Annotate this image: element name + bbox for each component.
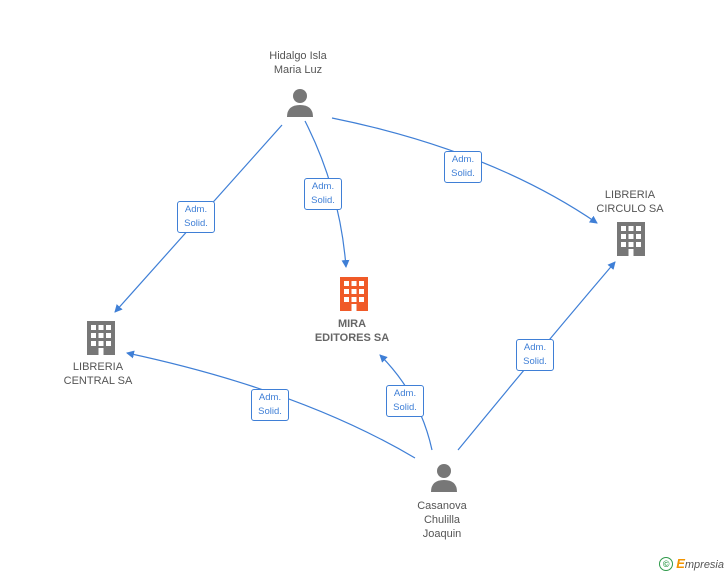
person-icon[interactable]: [286, 88, 314, 118]
building-icon[interactable]: [338, 277, 370, 311]
node-label-mira[interactable]: MIRA EDITORES SA: [304, 317, 400, 345]
node-label-line: Chulilla: [423, 514, 461, 526]
edge-badge-casanova-mira[interactable]: Adm. Solid.: [386, 385, 424, 417]
person-icon[interactable]: [430, 463, 458, 493]
edge-badge-hidalgo-circulo[interactable]: Adm. Solid.: [444, 151, 482, 183]
edge-badge-casanova-central[interactable]: Adm. Solid.: [251, 389, 289, 421]
brand-initial: E: [676, 556, 685, 571]
node-label-hidalgo[interactable]: Hidalgo Isla Maria Luz: [250, 49, 346, 77]
edge-badge-line: Solid.: [184, 218, 208, 229]
copyright-icon: ©: [659, 556, 674, 571]
brand-logo[interactable]: Empresia: [676, 556, 724, 571]
edge-badge-line: Solid.: [523, 356, 547, 367]
node-label-line: LIBRERIA: [604, 189, 656, 201]
building-icon[interactable]: [85, 321, 117, 355]
node-label-line: CIRCULO SA: [596, 203, 664, 215]
node-label-line: CENTRAL SA: [63, 375, 133, 387]
edge-badge-line: Solid.: [393, 402, 417, 413]
edge-badge-line: Solid.: [451, 168, 475, 179]
edge-badge-line: Adm.: [258, 392, 282, 403]
building-icon[interactable]: [615, 222, 647, 256]
footer-brand: © Empresia: [659, 556, 724, 571]
node-label-circulo[interactable]: LIBRERIA CIRCULO SA: [582, 188, 678, 216]
edge-badge-line: Solid.: [258, 406, 282, 417]
edge-badge-line: Solid.: [311, 195, 335, 206]
node-label-casanova[interactable]: Casanova Chulilla Joaquin: [394, 499, 490, 541]
node-label-central[interactable]: LIBRERIA CENTRAL SA: [50, 360, 146, 388]
edge-badge-hidalgo-mira[interactable]: Adm. Solid.: [304, 178, 342, 210]
node-label-line: Maria Luz: [273, 64, 323, 76]
edge-badge-line: Adm.: [523, 342, 547, 353]
edge-badge-hidalgo-central[interactable]: Adm. Solid.: [177, 201, 215, 233]
edge-badge-line: Adm.: [184, 204, 208, 215]
edge-badge-casanova-circulo[interactable]: Adm. Solid.: [516, 339, 554, 371]
brand-rest: mpresia: [684, 559, 724, 571]
node-label-line: Casanova: [417, 500, 467, 512]
edge-badge-line: Adm.: [393, 388, 417, 399]
node-label-line: EDITORES SA: [314, 332, 390, 344]
edge-badge-line: Adm.: [311, 181, 335, 192]
node-label-line: LIBRERIA: [72, 361, 124, 373]
edge-badge-line: Adm.: [451, 154, 475, 165]
node-label-line: Hidalgo Isla: [269, 50, 327, 62]
node-label-line: Joaquin: [422, 528, 462, 540]
node-label-line: MIRA: [337, 318, 367, 330]
